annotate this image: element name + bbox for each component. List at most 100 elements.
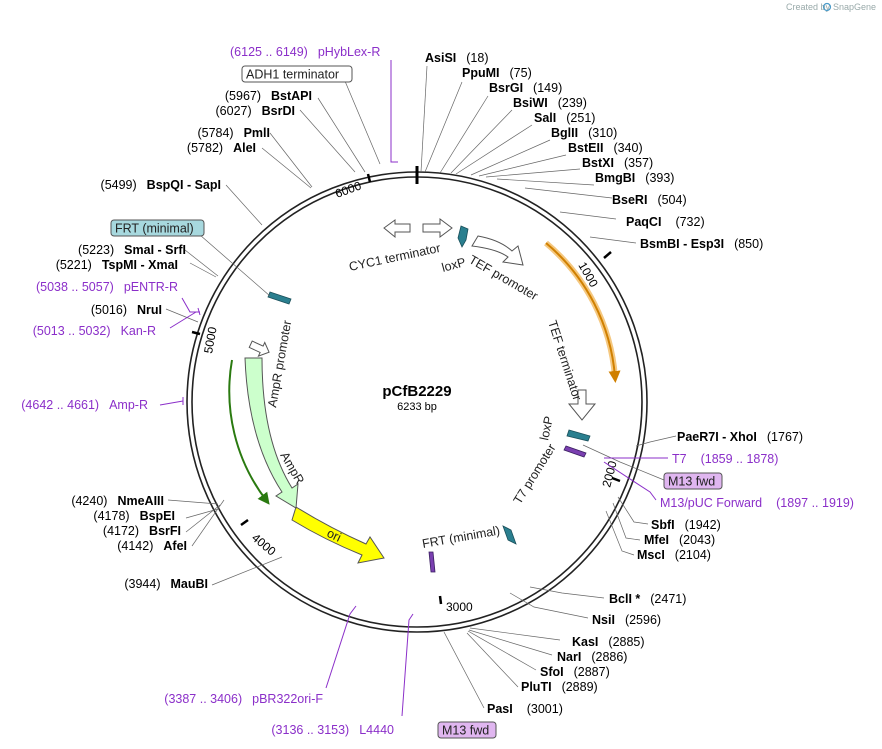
svg-text:SfoI(2887): SfoI(2887) [540,665,610,679]
svg-text:(5967)BstAPI: (5967)BstAPI [225,89,312,103]
svg-text:(5016)NruI: (5016)NruI [91,303,162,317]
m13-fwd-right-label[interactable]: M13 fwd [663,472,723,490]
svg-text:KasI(2885): KasI(2885) [572,635,645,649]
site-bglii: BglII [551,126,578,140]
site-mfei: MfeI [644,533,669,547]
svg-text:(4172)BsrFI: (4172)BsrFI [103,524,181,538]
site-paer7i-xhoi: PaeR7I - XhoI [677,430,757,444]
svg-text:BsiWI(239): BsiWI(239) [513,96,587,110]
site-bstxi: BstXI [582,156,614,170]
primer-phyblex-r: pHybLex-R [318,45,381,59]
site-paqci: PaqCI [626,215,661,229]
tef-terminator-label: TEF terminator [545,319,584,403]
site-bmgbi: BmgBI [595,171,635,185]
svg-text:MfeI(2043): MfeI(2043) [644,533,715,547]
svg-text:(5784)PmlI: (5784)PmlI [197,126,270,140]
loxp-right-feature[interactable] [566,429,591,442]
svg-text:(3944)MauBI: (3944)MauBI [124,577,208,591]
frt-bottom-feature[interactable] [502,525,517,545]
site-bstapi: BstAPI [271,89,312,103]
tick-6000: 6000 [333,178,363,200]
site-smai-srfi: SmaI - SrfI [124,243,186,257]
site-pmli: PmlI [244,126,270,140]
ampr-promoter-label: AmpR promoter [265,319,294,408]
ampr-arrow[interactable] [244,357,299,509]
svg-text:BstXI(357): BstXI(357) [582,156,653,170]
credit-prefix: Created by [786,2,831,12]
tef-terminator-arrow[interactable] [567,389,597,421]
site-nari: NarI [557,650,581,664]
ampr-promoter-arrow[interactable] [248,337,272,359]
svg-text:(3136 .. 3153)L4440: (3136 .. 3153)L4440 [271,723,394,737]
site-maubi: MauBI [171,577,209,591]
site-sali: SalI [534,111,556,125]
m13-bottom-feature[interactable] [428,551,436,573]
tef-upstream-arrow[interactable] [422,218,453,238]
site-bsrfi: BsrFI [149,524,181,538]
site-bcli: BclI * [609,592,640,606]
svg-text:BsmBI - Esp3I(850): BsmBI - Esp3I(850) [640,237,763,251]
svg-text:(5221)TspMI - XmaI: (5221)TspMI - XmaI [56,258,178,272]
site-nmeaiii: NmeAIII [117,494,164,508]
t7-promoter-feature[interactable] [563,445,587,458]
site-bsrdi: BsrDI [262,104,295,118]
svg-text:(6027)BsrDI: (6027)BsrDI [216,104,295,118]
orange-orf-arrow[interactable] [545,242,621,383]
ori-label: ori [325,526,344,545]
svg-text:FRT (minimal): FRT (minimal) [115,222,194,236]
ori-arrow[interactable] [291,506,385,564]
tick-2000: 2000 [599,459,620,489]
primer-t7: T7 [672,452,687,466]
svg-text:(4642 .. 4661)Amp-R: (4642 .. 4661)Amp-R [21,398,148,412]
svg-text:ADH1 terminator: ADH1 terminator [246,68,339,82]
tef-promoter-arrow[interactable] [471,235,524,266]
svg-text:PasI(3001): PasI(3001) [487,702,563,716]
svg-text:NsiI(2596): NsiI(2596) [592,613,661,627]
svg-text:PaeR7I - XhoI(1767): PaeR7I - XhoI(1767) [677,430,803,444]
primer-lines [159,60,668,717]
frt-bottom-label: FRT (minimal) [421,523,501,550]
svg-text:M13/pUC Forward(1897 .. 1919): M13/pUC Forward(1897 .. 1919) [660,496,854,510]
green-orf-arrow[interactable] [228,359,270,505]
frt-left-feature[interactable] [267,291,292,305]
site-sbfi: SbfI [651,518,675,532]
site-tspmi-xmai: TspMI - XmaI [102,258,178,272]
primer-l4440: L4440 [359,723,394,737]
site-bspqi-sapi: BspQI - SapI [147,178,221,192]
credit-brand: SnapGene [833,2,876,12]
svg-text:(3387 .. 3406)pBR322ori-F: (3387 .. 3406)pBR322ori-F [164,692,323,706]
tick-marks [191,173,621,605]
svg-text:BmgBI(393): BmgBI(393) [595,171,674,185]
site-alei: AleI [233,141,256,155]
site-kasi: KasI [572,635,598,649]
site-bseri: BseRI [612,193,647,207]
cyc1-terminator-arrow[interactable] [383,219,411,239]
site-pluti: PluTI [521,680,552,694]
svg-text:(5499)BspQI - SapI: (5499)BspQI - SapI [101,178,221,192]
svg-text:AsiSI(18): AsiSI(18) [425,51,489,65]
svg-text:(6125 .. 6149)pHybLex-R: (6125 .. 6149)pHybLex-R [230,45,380,59]
site-afei: AfeI [163,539,187,553]
svg-text:(5223)SmaI - SrfI: (5223)SmaI - SrfI [78,243,186,257]
snapgene-logo-icon [822,2,832,12]
primer-m13-puc-forward: M13/pUC Forward [660,496,762,510]
loxp-top-feature[interactable] [457,225,469,248]
primer-amp-r: Amp-R [109,398,148,412]
site-bsteii: BstEII [568,141,603,155]
frt-minimal-top-label[interactable]: FRT (minimal) [110,219,205,237]
site-nrui: NruI [137,303,162,317]
svg-text:PpuMI(75): PpuMI(75) [462,66,532,80]
svg-text:MscI(2104): MscI(2104) [637,548,711,562]
m13-fwd-bottom-label[interactable]: M13 fwd [437,721,497,739]
svg-text:NarI(2886): NarI(2886) [557,650,627,664]
svg-text:BsrGI(149): BsrGI(149) [489,81,562,95]
svg-text:(4142)AfeI: (4142)AfeI [117,539,187,553]
t7-promoter-label: T7 promoter [511,441,559,506]
primer-pbr322ori-f: pBR322ori-F [252,692,323,706]
svg-text:BseRI(504): BseRI(504) [612,193,687,207]
svg-text:BglII(310): BglII(310) [551,126,617,140]
site-bsrgi: BsrGI [489,81,523,95]
adh1-terminator-label[interactable]: ADH1 terminator [241,65,353,83]
loxp-right-label: loxP [537,415,556,442]
tef-promoter-label: TEF promoter [467,252,541,303]
